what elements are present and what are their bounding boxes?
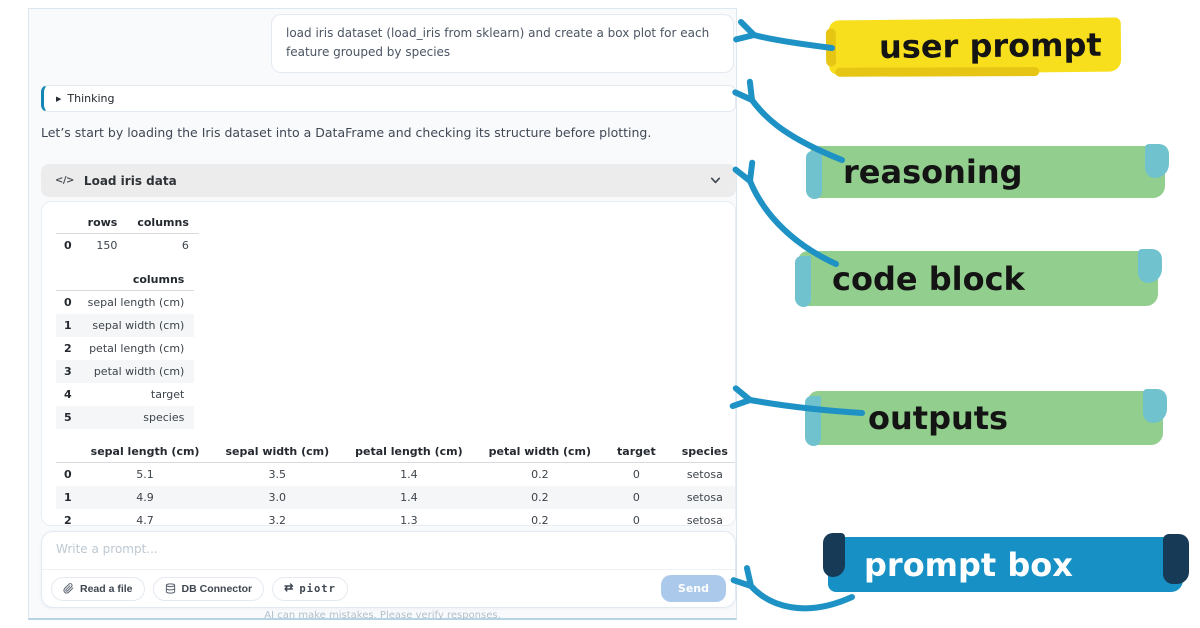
table-cell: 0 [632,514,640,526]
preview-table: sepal length (cm)sepal width (cm)petal l… [56,441,735,526]
table-row: 0 5.1 3.5 1.4 0.2 0 setosa [56,463,735,487]
table-cell: 0 [632,491,640,504]
table-cell: 0 [64,239,72,252]
annotation-outputs: outputs [805,389,1167,446]
table-cell: 4.7 [136,514,154,526]
table-cell: species [143,411,185,424]
table-cell: 3.0 [268,491,287,504]
table-cell: target [150,388,185,401]
send-button[interactable]: Send [660,575,726,602]
annotation-user-prompt: user prompt [828,17,1122,75]
column-header: columns [77,269,195,291]
column-header: sepal width (cm) [212,441,343,463]
database-icon [165,583,176,594]
table-cell: 1.3 [400,514,418,526]
table-row: 2 petal length (cm) [56,337,194,360]
table-cell: 0 [64,296,72,309]
table-cell: 0.2 [531,468,549,481]
table-row: 1 4.9 3.0 1.4 0.2 0 setosa [56,486,735,509]
db-connector-button[interactable]: DB Connector [152,576,265,601]
column-header: rows [77,212,128,234]
chevron-down-icon[interactable] [709,174,722,187]
table-row: 0 150 6 [56,234,199,258]
table-cell: setosa [686,514,723,526]
table-row: 1 sepal width (cm) [56,314,195,337]
table-cell: 5.1 [136,468,154,481]
table-cell: 6 [181,239,189,252]
columns-table: columns 0 sepal length (cm) 1 sepal width (c… [56,269,195,429]
swap-arrows-icon: ⇄ [284,582,294,594]
table-cell: 4 [64,388,72,401]
table-row: 0 sepal length (cm) [56,291,194,315]
table-cell: 1.4 [400,491,418,504]
annotation-prompt-box: prompt box [823,533,1189,592]
table-cell: 5 [64,411,72,424]
read-file-button[interactable]: Read a file [51,576,145,601]
table-cell: 3 [64,365,72,378]
table-cell: setosa [686,468,723,481]
annotation-reasoning: reasoning [806,144,1169,199]
table-cell: petal width (cm) [93,365,185,378]
prompt-button-row: Read a file DB Connector ⇄ piotr [42,569,735,607]
column-header: target [604,441,669,463]
thinking-toggle[interactable]: ▶ Thinking [41,85,736,112]
table-cell: sepal width (cm) [92,319,185,332]
table-cell: 0.2 [531,514,549,526]
code-icon: </> [55,175,74,186]
prompt-input[interactable] [42,532,735,569]
prompt-box: Read a file DB Connector ⇄ piotr [41,531,736,608]
code-block-header[interactable]: </> Load iris data [41,164,736,197]
arrow-user-prompt [733,19,835,51]
table-cell: 0 [64,468,72,481]
table-cell: 2 [64,342,72,355]
disclaimer-text: AI can make mistakes. Please verify resp… [264,610,501,621]
collapsed-triangle-icon: ▶ [56,94,62,103]
table-cell: 0 [632,468,640,481]
table-cell: petal length (cm) [89,342,185,355]
chat-panel: load iris dataset (load_iris from sklear… [28,8,737,621]
table-row: 4 target [56,383,194,406]
paperclip-icon [63,583,74,594]
table-cell: 1 [64,491,72,504]
table-cell: 1 [64,319,72,332]
table-row: 3 petal width (cm) [56,360,195,383]
column-header: sepal length (cm) [77,441,213,463]
column-header [56,441,78,463]
table-cell: 150 [96,239,118,252]
table-row: 2 4.7 3.2 1.3 0.2 0 setosa [56,509,735,526]
table-cell: setosa [686,491,723,504]
table-row: 5 species [56,406,195,429]
model-selector-button[interactable]: ⇄ piotr [272,576,348,601]
column-header [56,269,78,291]
table-cell: 4.9 [136,491,154,504]
user-prompt-bubble: load iris dataset (load_iris from sklear… [271,14,734,73]
table-cell: 2 [64,514,72,526]
table-cell: 3.2 [268,514,287,526]
table-cell: sepal length (cm) [87,296,185,309]
table-cell: 3.5 [268,468,287,481]
thinking-label: Thinking [67,92,115,105]
table-cell: 0.2 [531,491,549,504]
code-block-title: Load iris data [83,173,177,188]
column-header [56,212,78,234]
table-cell: 1.4 [400,468,418,481]
user-prompt-text: load iris dataset (load_iris from sklear… [286,26,710,60]
annotation-code-block: code block [795,249,1162,307]
column-header: columns [127,212,199,234]
column-header: petal length (cm) [342,441,476,463]
column-header: species [668,441,735,463]
column-header: petal width (cm) [475,441,605,463]
assistant-message: Let’s start by loading the Iris dataset … [41,125,652,140]
